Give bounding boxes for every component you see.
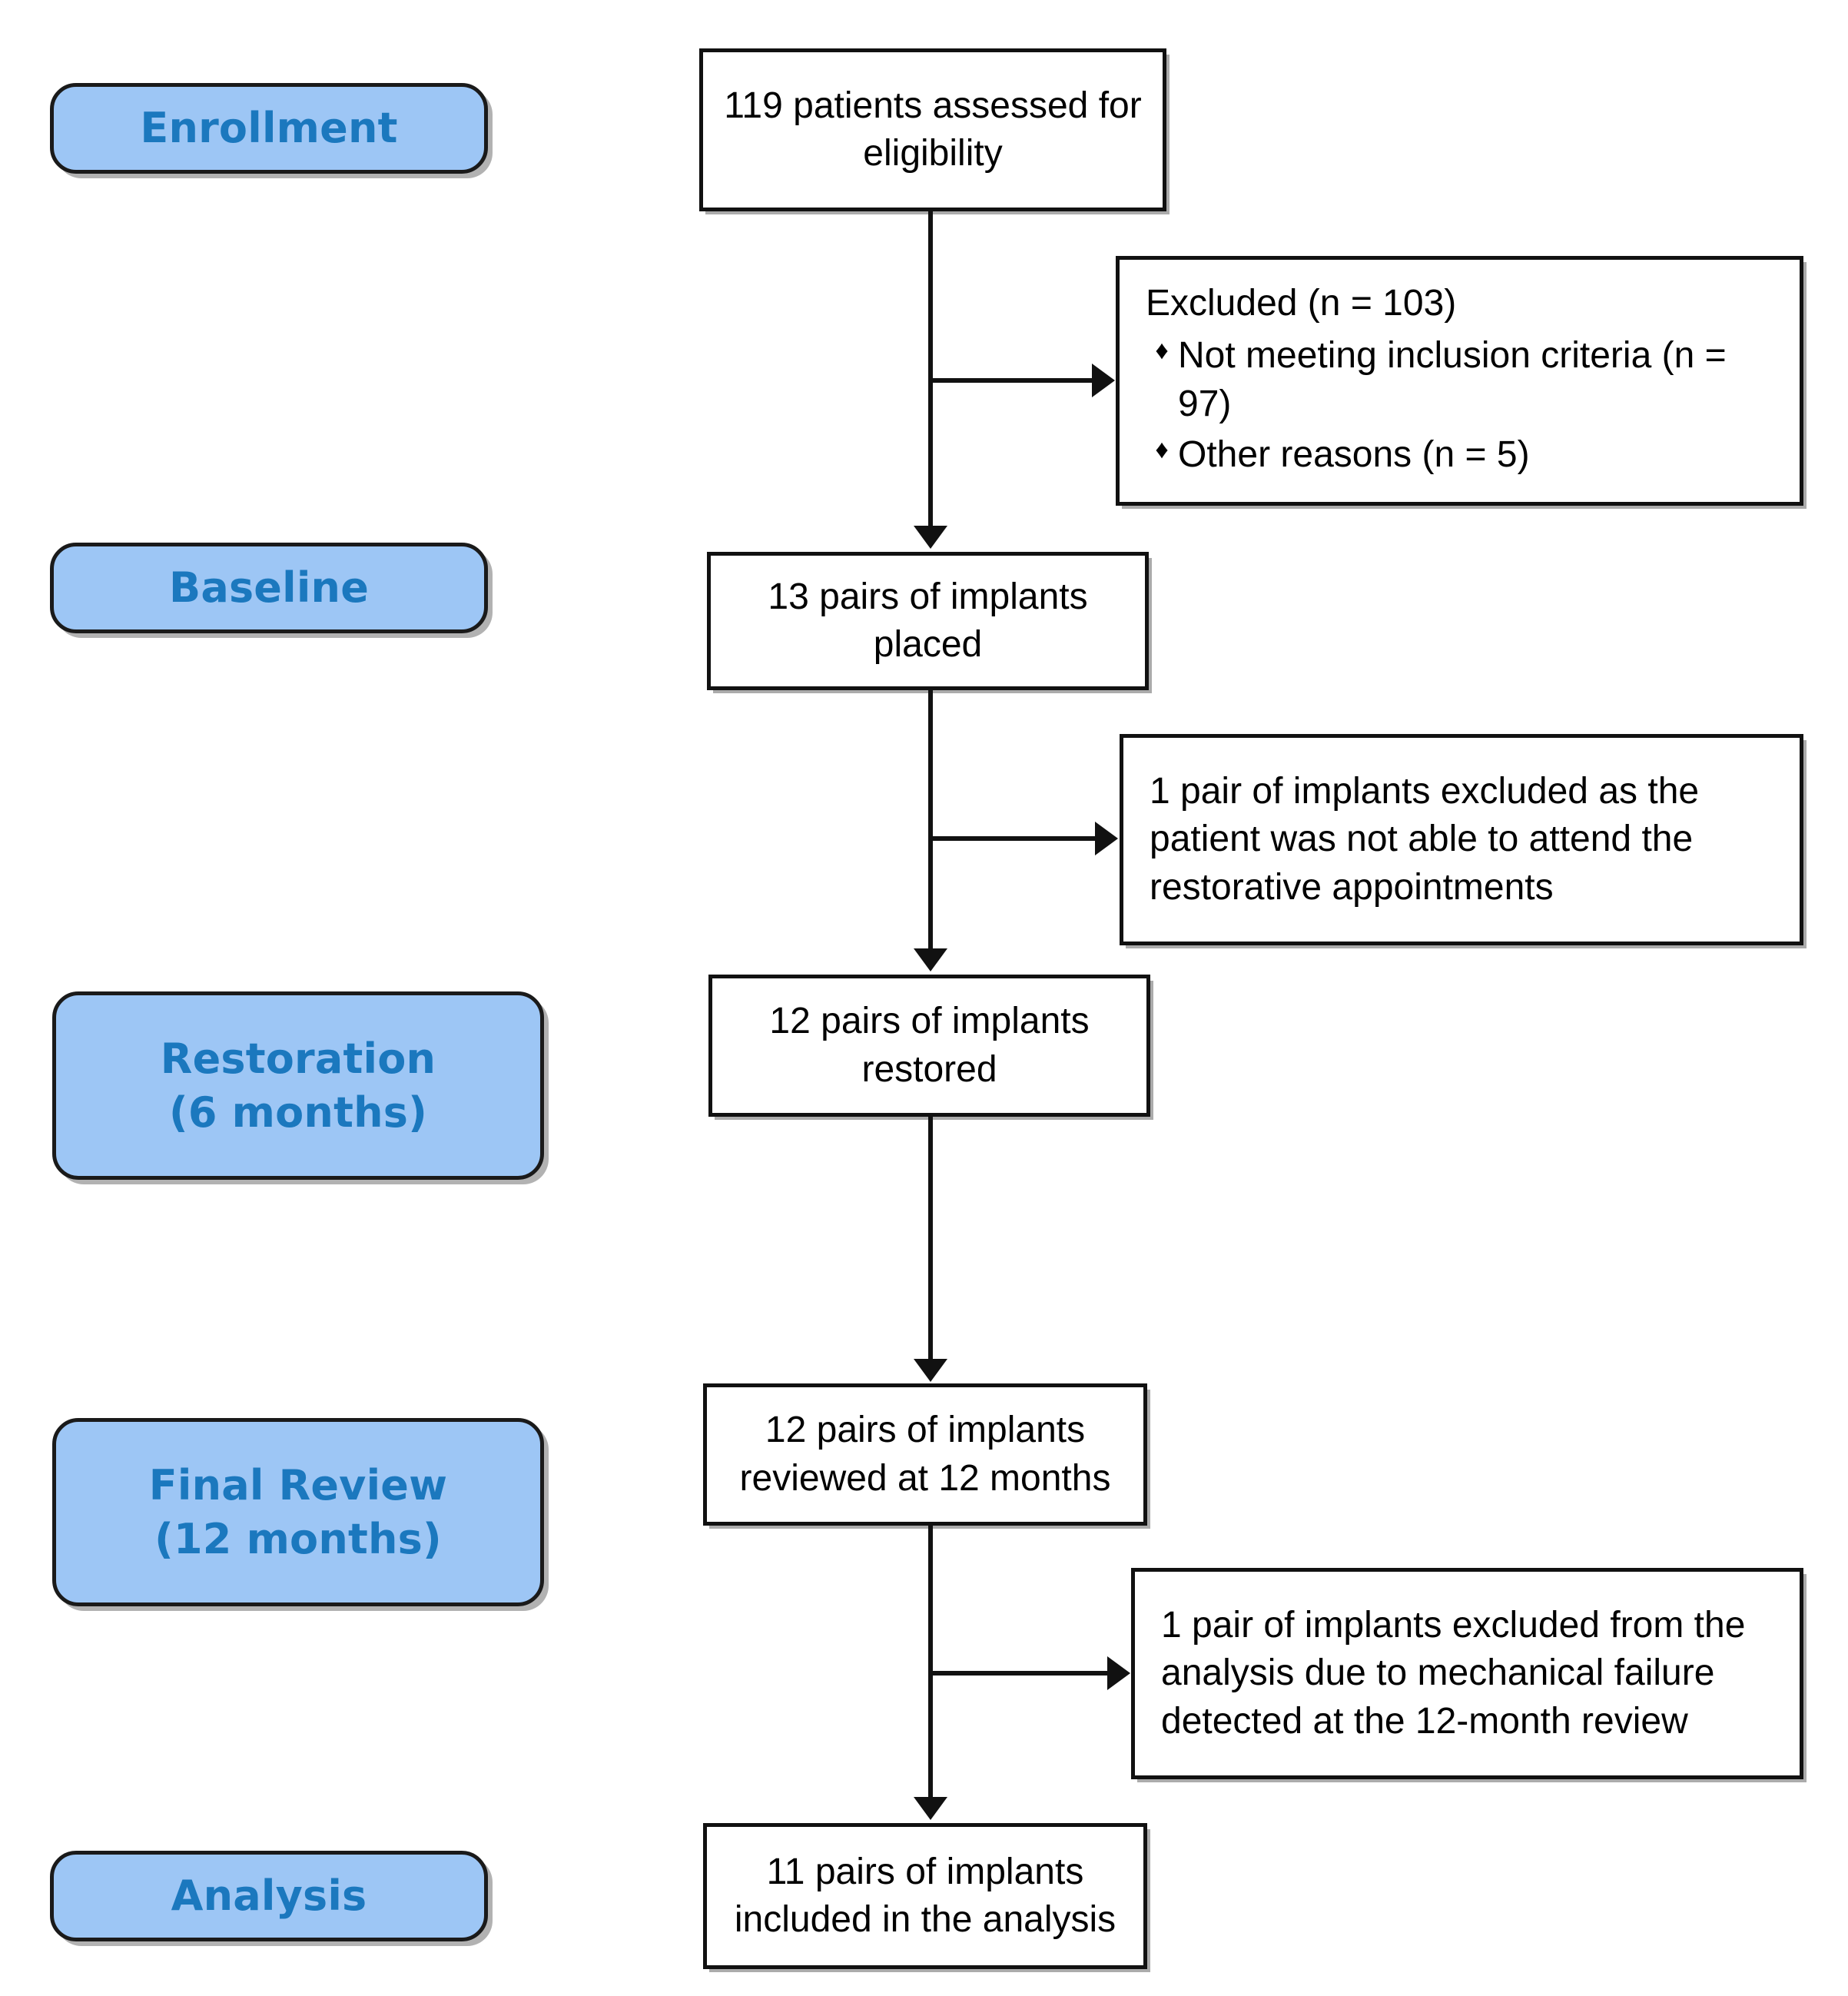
- flow-box-assessed-line2: eligibility: [863, 133, 1003, 174]
- stage-label-enrollment-text: Enrollment: [140, 104, 398, 153]
- connector-restored-to-reviewed: [928, 1117, 933, 1363]
- exclusion-baseline-line3: restorative appointments: [1150, 866, 1554, 908]
- connector-reviewed-to-analysed: [928, 1526, 933, 1798]
- arrow-right-icon-to-exclusion-baseline: [1095, 822, 1118, 855]
- exclusion-baseline-line1: 1 pair of implants excluded as the: [1150, 770, 1700, 812]
- stage-label-restoration-subtext: (6 months): [169, 1088, 427, 1137]
- connector-to-exclusion-review: [928, 1671, 1110, 1676]
- arrow-down-icon-to-placed: [914, 526, 947, 549]
- exclusion-enrollment-bullet-2: Other reasons (n = 5): [1178, 433, 1530, 475]
- arrow-down-icon-to-restored: [914, 948, 947, 971]
- flow-box-analysed-line2: included in the analysis: [734, 1899, 1116, 1940]
- exclusion-box-enrollment: Excluded (n = 103) ♦ Not meeting inclusi…: [1116, 256, 1803, 506]
- flow-box-restored: 12 pairs of implants restored: [708, 975, 1150, 1117]
- flow-box-placed-line1: 13 pairs of implants: [768, 576, 1088, 617]
- flow-box-assessed-line1: 119 patients assessed for: [724, 85, 1142, 126]
- stage-label-restoration: Restoration (6 months): [52, 991, 544, 1180]
- flow-box-reviewed-line1: 12 pairs of implants: [765, 1410, 1086, 1451]
- exclusion-enrollment-heading: Excluded (n = 103): [1146, 282, 1457, 324]
- diamond-bullet-icon: ♦: [1155, 336, 1169, 366]
- arrow-right-icon-to-exclusion-enrollment: [1092, 364, 1115, 397]
- stage-label-analysis-text: Analysis: [171, 1871, 367, 1921]
- flow-box-reviewed-line2: reviewed at 12 months: [739, 1457, 1111, 1499]
- flow-box-reviewed: 12 pairs of implants reviewed at 12 mont…: [703, 1383, 1147, 1526]
- stage-label-final-review-subtext: (12 months): [154, 1514, 442, 1563]
- diamond-bullet-icon: ♦: [1155, 434, 1169, 464]
- arrow-down-icon-to-reviewed: [914, 1359, 947, 1382]
- flow-box-restored-line1: 12 pairs of implants: [769, 1001, 1090, 1042]
- connector-assessed-to-placed: [928, 211, 933, 528]
- flow-box-placed: 13 pairs of implants placed: [707, 552, 1149, 690]
- exclusion-enrollment-bullet-list: ♦ Not meeting inclusion criteria (n = 97…: [1146, 332, 1786, 479]
- stage-label-baseline: Baseline: [50, 543, 488, 633]
- stage-label-enrollment: Enrollment: [50, 83, 488, 174]
- connector-to-exclusion-baseline: [928, 836, 1097, 841]
- arrow-down-icon-to-analysed: [914, 1797, 947, 1820]
- exclusion-review-line3: detected at the 12-month review: [1161, 1700, 1688, 1742]
- stage-label-final-review-text: Final Review: [148, 1461, 448, 1510]
- exclusion-enrollment-bullet-1: Not meeting inclusion criteria (n = 97): [1178, 335, 1727, 424]
- exclusion-baseline-line2: patient was not able to attend the: [1150, 819, 1694, 860]
- flow-box-restored-line2: restored: [861, 1048, 997, 1090]
- connector-to-exclusion-enrollment: [928, 378, 1094, 383]
- flow-box-analysed-line1: 11 pairs of implants: [766, 1851, 1084, 1892]
- stage-label-restoration-text: Restoration: [160, 1035, 436, 1084]
- stage-label-analysis: Analysis: [50, 1851, 488, 1941]
- flow-box-placed-line2: placed: [873, 624, 983, 665]
- flow-box-analysed: 11 pairs of implants included in the ana…: [703, 1823, 1147, 1969]
- exclusion-review-line1: 1 pair of implants excluded from the: [1161, 1604, 1746, 1646]
- arrow-right-icon-to-exclusion-review: [1107, 1656, 1130, 1690]
- flow-box-assessed: 119 patients assessed for eligibility: [699, 48, 1166, 211]
- list-item: ♦ Not meeting inclusion criteria (n = 97…: [1146, 332, 1786, 428]
- exclusion-box-baseline: 1 pair of implants excluded as the patie…: [1120, 734, 1803, 945]
- exclusion-review-line2: analysis due to mechanical failure: [1161, 1652, 1715, 1694]
- exclusion-box-review: 1 pair of implants excluded from the ana…: [1131, 1568, 1803, 1779]
- list-item: ♦ Other reasons (n = 5): [1146, 431, 1786, 479]
- connector-placed-to-restored: [928, 690, 933, 950]
- stage-label-baseline-text: Baseline: [168, 563, 370, 613]
- stage-label-final-review: Final Review (12 months): [52, 1418, 544, 1606]
